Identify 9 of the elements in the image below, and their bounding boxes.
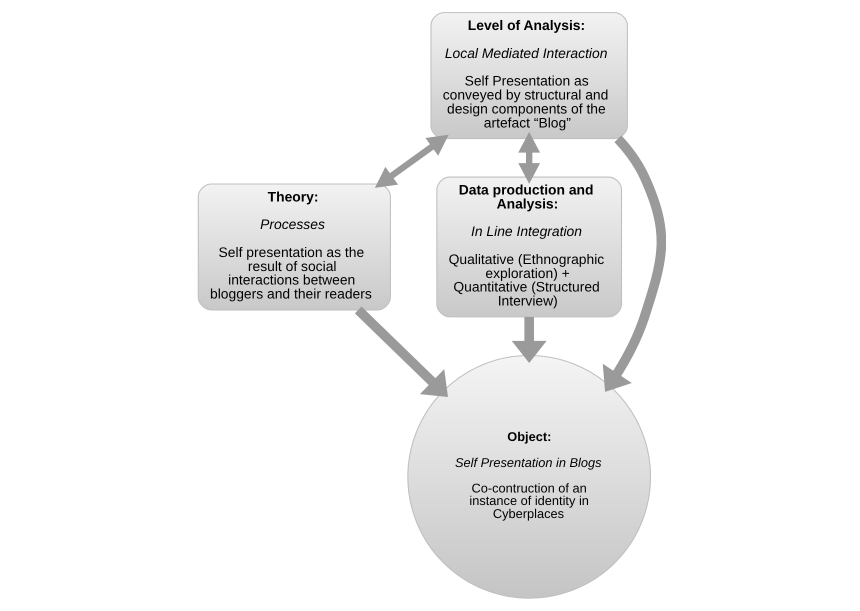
node-box: Level of Analysis: Local Mediated Interaction Self Presentation as conveyed by structural and design components of the artefact “Blog” bbox=[430, 12, 628, 140]
arrow bbox=[512, 316, 547, 364]
arrow bbox=[354, 306, 448, 398]
arrow bbox=[374, 134, 449, 188]
node-box: Data production and Analysis: In Line Integration Qualitative (Ethnographic exploration) + Quantitative (Structured Interview) bbox=[436, 176, 622, 318]
arrow bbox=[518, 132, 540, 184]
node-box: Theory: Processes Self presentation as the result of social interactions between bloggers and their readers bbox=[198, 183, 391, 310]
arrow bbox=[602, 136, 666, 392]
node-circle: Object: Self Presentation in Blogs Co-contruction of an instance of identity in Cyberplaces bbox=[407, 354, 652, 599]
